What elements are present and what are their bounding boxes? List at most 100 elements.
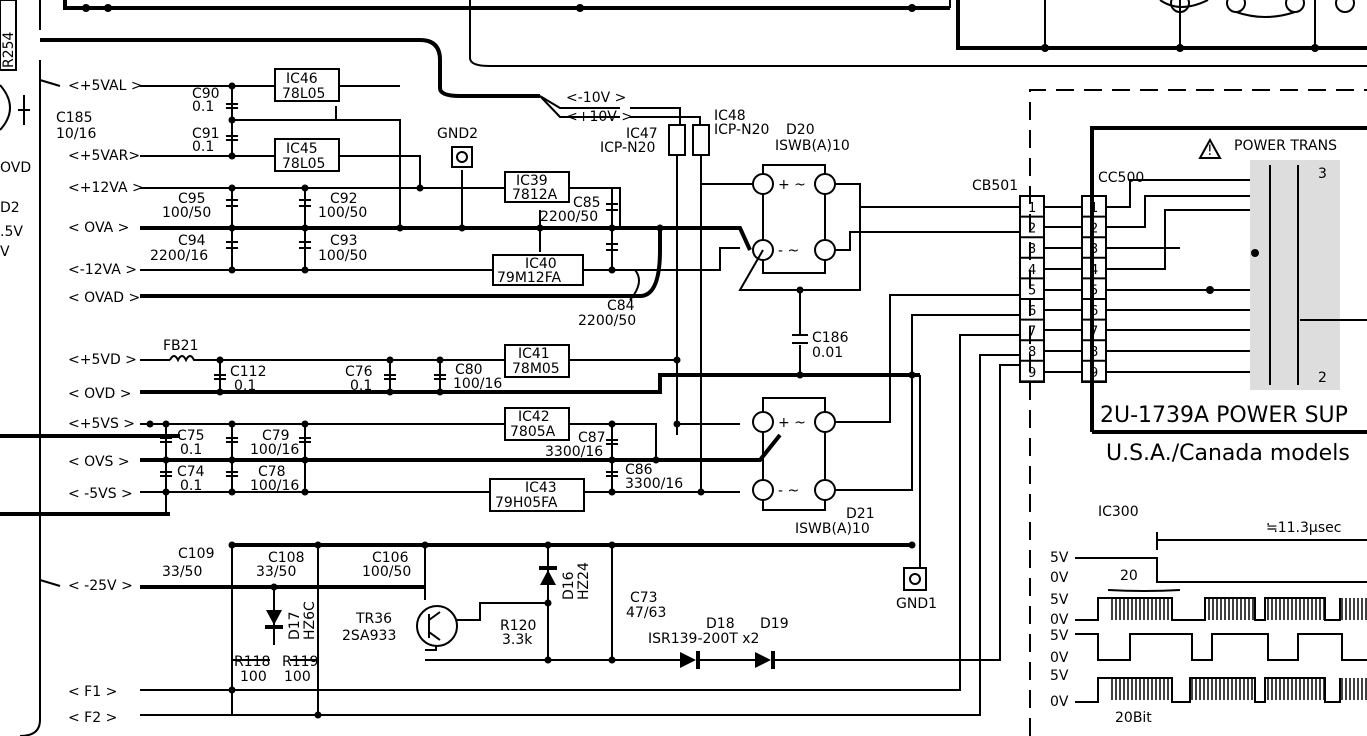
svg-text:2: 2 — [1318, 370, 1327, 386]
svg-text:47/63: 47/63 — [626, 605, 666, 621]
svg-text:2200/50: 2200/50 — [540, 209, 598, 225]
svg-text:20: 20 — [1120, 568, 1138, 584]
svg-text:78L05: 78L05 — [282, 86, 325, 102]
ic40-box: IC40 79M12FA — [492, 254, 584, 286]
junctions — [146, 82, 916, 719]
pin-5: 5 — [1090, 283, 1098, 298]
pin-4: 4 — [1090, 263, 1098, 278]
r254-label: R254 — [1, 31, 17, 68]
svg-text:+ ~: + ~ — [778, 177, 806, 193]
svg-text:C112: C112 — [230, 364, 267, 380]
svg-text:33/50: 33/50 — [256, 564, 296, 580]
svg-text:2SA933: 2SA933 — [342, 628, 396, 644]
svg-text:IC41: IC41 — [518, 346, 550, 362]
c185-val: 10/16 — [56, 126, 96, 142]
cap-labels-top: C90 0.1 C91 0.1 C95 100/50 C92 100/50 C9… — [150, 86, 636, 329]
svg-text:D21: D21 — [846, 506, 875, 522]
svg-text:C76: C76 — [345, 364, 373, 380]
svg-text:C85: C85 — [573, 195, 601, 211]
rail-m25v: < -25V > — [68, 578, 133, 594]
svg-text:ICP-N20: ICP-N20 — [600, 140, 655, 156]
svg-text:D16: D16 — [561, 571, 577, 600]
left-edge: R254 C185 10/16 OVD D2 .5V V — [0, 0, 180, 736]
pin-2: 2 — [1028, 222, 1036, 237]
cap-labels-digital: FB21 C112 0.1 C76 0.1 C80 100/16 C75 0.1… — [160, 338, 683, 494]
svg-text:79M12FA: 79M12FA — [497, 270, 561, 286]
rail-p12va: <+12VA > — [68, 180, 144, 196]
analog-wiring — [140, 85, 752, 301]
svg-text:33/50: 33/50 — [162, 564, 202, 580]
svg-text:IC45: IC45 — [286, 141, 318, 157]
rail-ovs: < OVS > — [68, 454, 130, 470]
svg-text:IC40: IC40 — [525, 256, 557, 272]
svg-text:C78: C78 — [258, 464, 286, 480]
svg-text:C109: C109 — [178, 546, 215, 562]
svg-text:100/50: 100/50 — [318, 205, 367, 221]
svg-text:IC39: IC39 — [516, 173, 548, 189]
svg-text:D18: D18 — [706, 616, 735, 632]
svg-text:TR36: TR36 — [355, 611, 392, 627]
svg-text:≒11.3μsec: ≒11.3μsec — [1266, 520, 1341, 536]
d21-bridge: + ~ - ~ D21 ISWB(A)10 — [752, 294, 1020, 570]
c185-ref: C185 — [56, 110, 93, 126]
rail-f1: < F1 > — [68, 684, 117, 700]
svg-text:ISWB(A)10: ISWB(A)10 — [795, 521, 870, 537]
svg-text:7812A: 7812A — [512, 187, 558, 203]
svg-text:3: 3 — [1318, 166, 1327, 182]
pin-9: 9 — [1090, 366, 1098, 381]
m25v-section: C109 33/50 C108 33/50 C106 100/50 C73 47… — [140, 334, 1020, 716]
svg-text:C108: C108 — [268, 550, 305, 566]
svg-text:GND2: GND2 — [437, 126, 478, 142]
svg-text:IC46: IC46 — [286, 71, 318, 87]
svg-text:5V: 5V — [1050, 628, 1069, 644]
svg-text:CC500: CC500 — [1098, 170, 1144, 186]
ic45-box: IC45 78L05 — [274, 138, 340, 172]
pin-4: 4 — [1028, 263, 1036, 278]
svg-text:0.1: 0.1 — [192, 99, 214, 115]
svg-text:C92: C92 — [330, 191, 358, 207]
pin-3: 3 — [1090, 242, 1098, 257]
svg-text:100: 100 — [240, 669, 267, 685]
svg-text:78L05: 78L05 — [282, 156, 325, 172]
svg-text:- ~: - ~ — [778, 483, 799, 499]
svg-text:D19: D19 — [760, 616, 789, 632]
svg-text:C79: C79 — [262, 428, 290, 444]
svg-text:ICP-N20: ICP-N20 — [714, 122, 769, 138]
svg-text:D20: D20 — [786, 122, 815, 138]
pin-6: 6 — [1028, 304, 1036, 319]
svg-text:C87: C87 — [578, 430, 606, 446]
ic47-ic48: IC47 ICP-N20 IC48 ICP-N20 — [600, 108, 769, 492]
svg-text:C106: C106 — [372, 550, 409, 566]
svg-text:5V: 5V — [1050, 550, 1069, 566]
svg-text:GND1: GND1 — [896, 596, 937, 612]
pin-7: 7 — [1028, 325, 1036, 340]
board-models: U.S.A./Canada models — [1106, 441, 1350, 466]
svg-text:100/50: 100/50 — [362, 564, 411, 580]
rail-p5val: <+5VAL > — [68, 78, 143, 94]
ic300-timing: IC300 ≒11.3μsec 5V 0V 20 5V 0V 5V 0V 5V … — [1050, 504, 1367, 726]
rail-p10v: <+10V > — [566, 109, 633, 125]
svg-text:100/16: 100/16 — [453, 376, 502, 392]
board-title: 2U-1739A POWER SUP — [1100, 403, 1348, 428]
svg-text:2200/16: 2200/16 — [150, 248, 208, 264]
pin-6: 6 — [1090, 304, 1098, 319]
svg-text:C84: C84 — [607, 298, 635, 314]
rail-m10v: <-10V > — [566, 90, 626, 106]
svg-text:FB21: FB21 — [163, 338, 198, 354]
svg-text:C75: C75 — [177, 428, 205, 444]
svg-text:R118: R118 — [234, 654, 270, 670]
svg-text:C73: C73 — [630, 590, 658, 606]
svg-text:ISWB(A)10: ISWB(A)10 — [775, 138, 850, 154]
svg-text:- ~: - ~ — [778, 243, 799, 259]
power-trans-label: POWER TRANS — [1234, 138, 1337, 154]
svg-text:C95: C95 — [178, 191, 206, 207]
svg-text:CB501: CB501 — [972, 178, 1018, 194]
rail-labels: <+5VAL > <+5VAR> <+12VA > < OVA > <-12VA… — [39, 78, 633, 726]
svg-text:0.1: 0.1 — [180, 442, 202, 458]
svg-text:0.1: 0.1 — [180, 478, 202, 494]
pin-9: 9 — [1028, 366, 1036, 381]
pin-7: 7 — [1090, 325, 1098, 340]
svg-text:0.1: 0.1 — [192, 139, 214, 155]
pin-8: 8 — [1090, 345, 1098, 360]
